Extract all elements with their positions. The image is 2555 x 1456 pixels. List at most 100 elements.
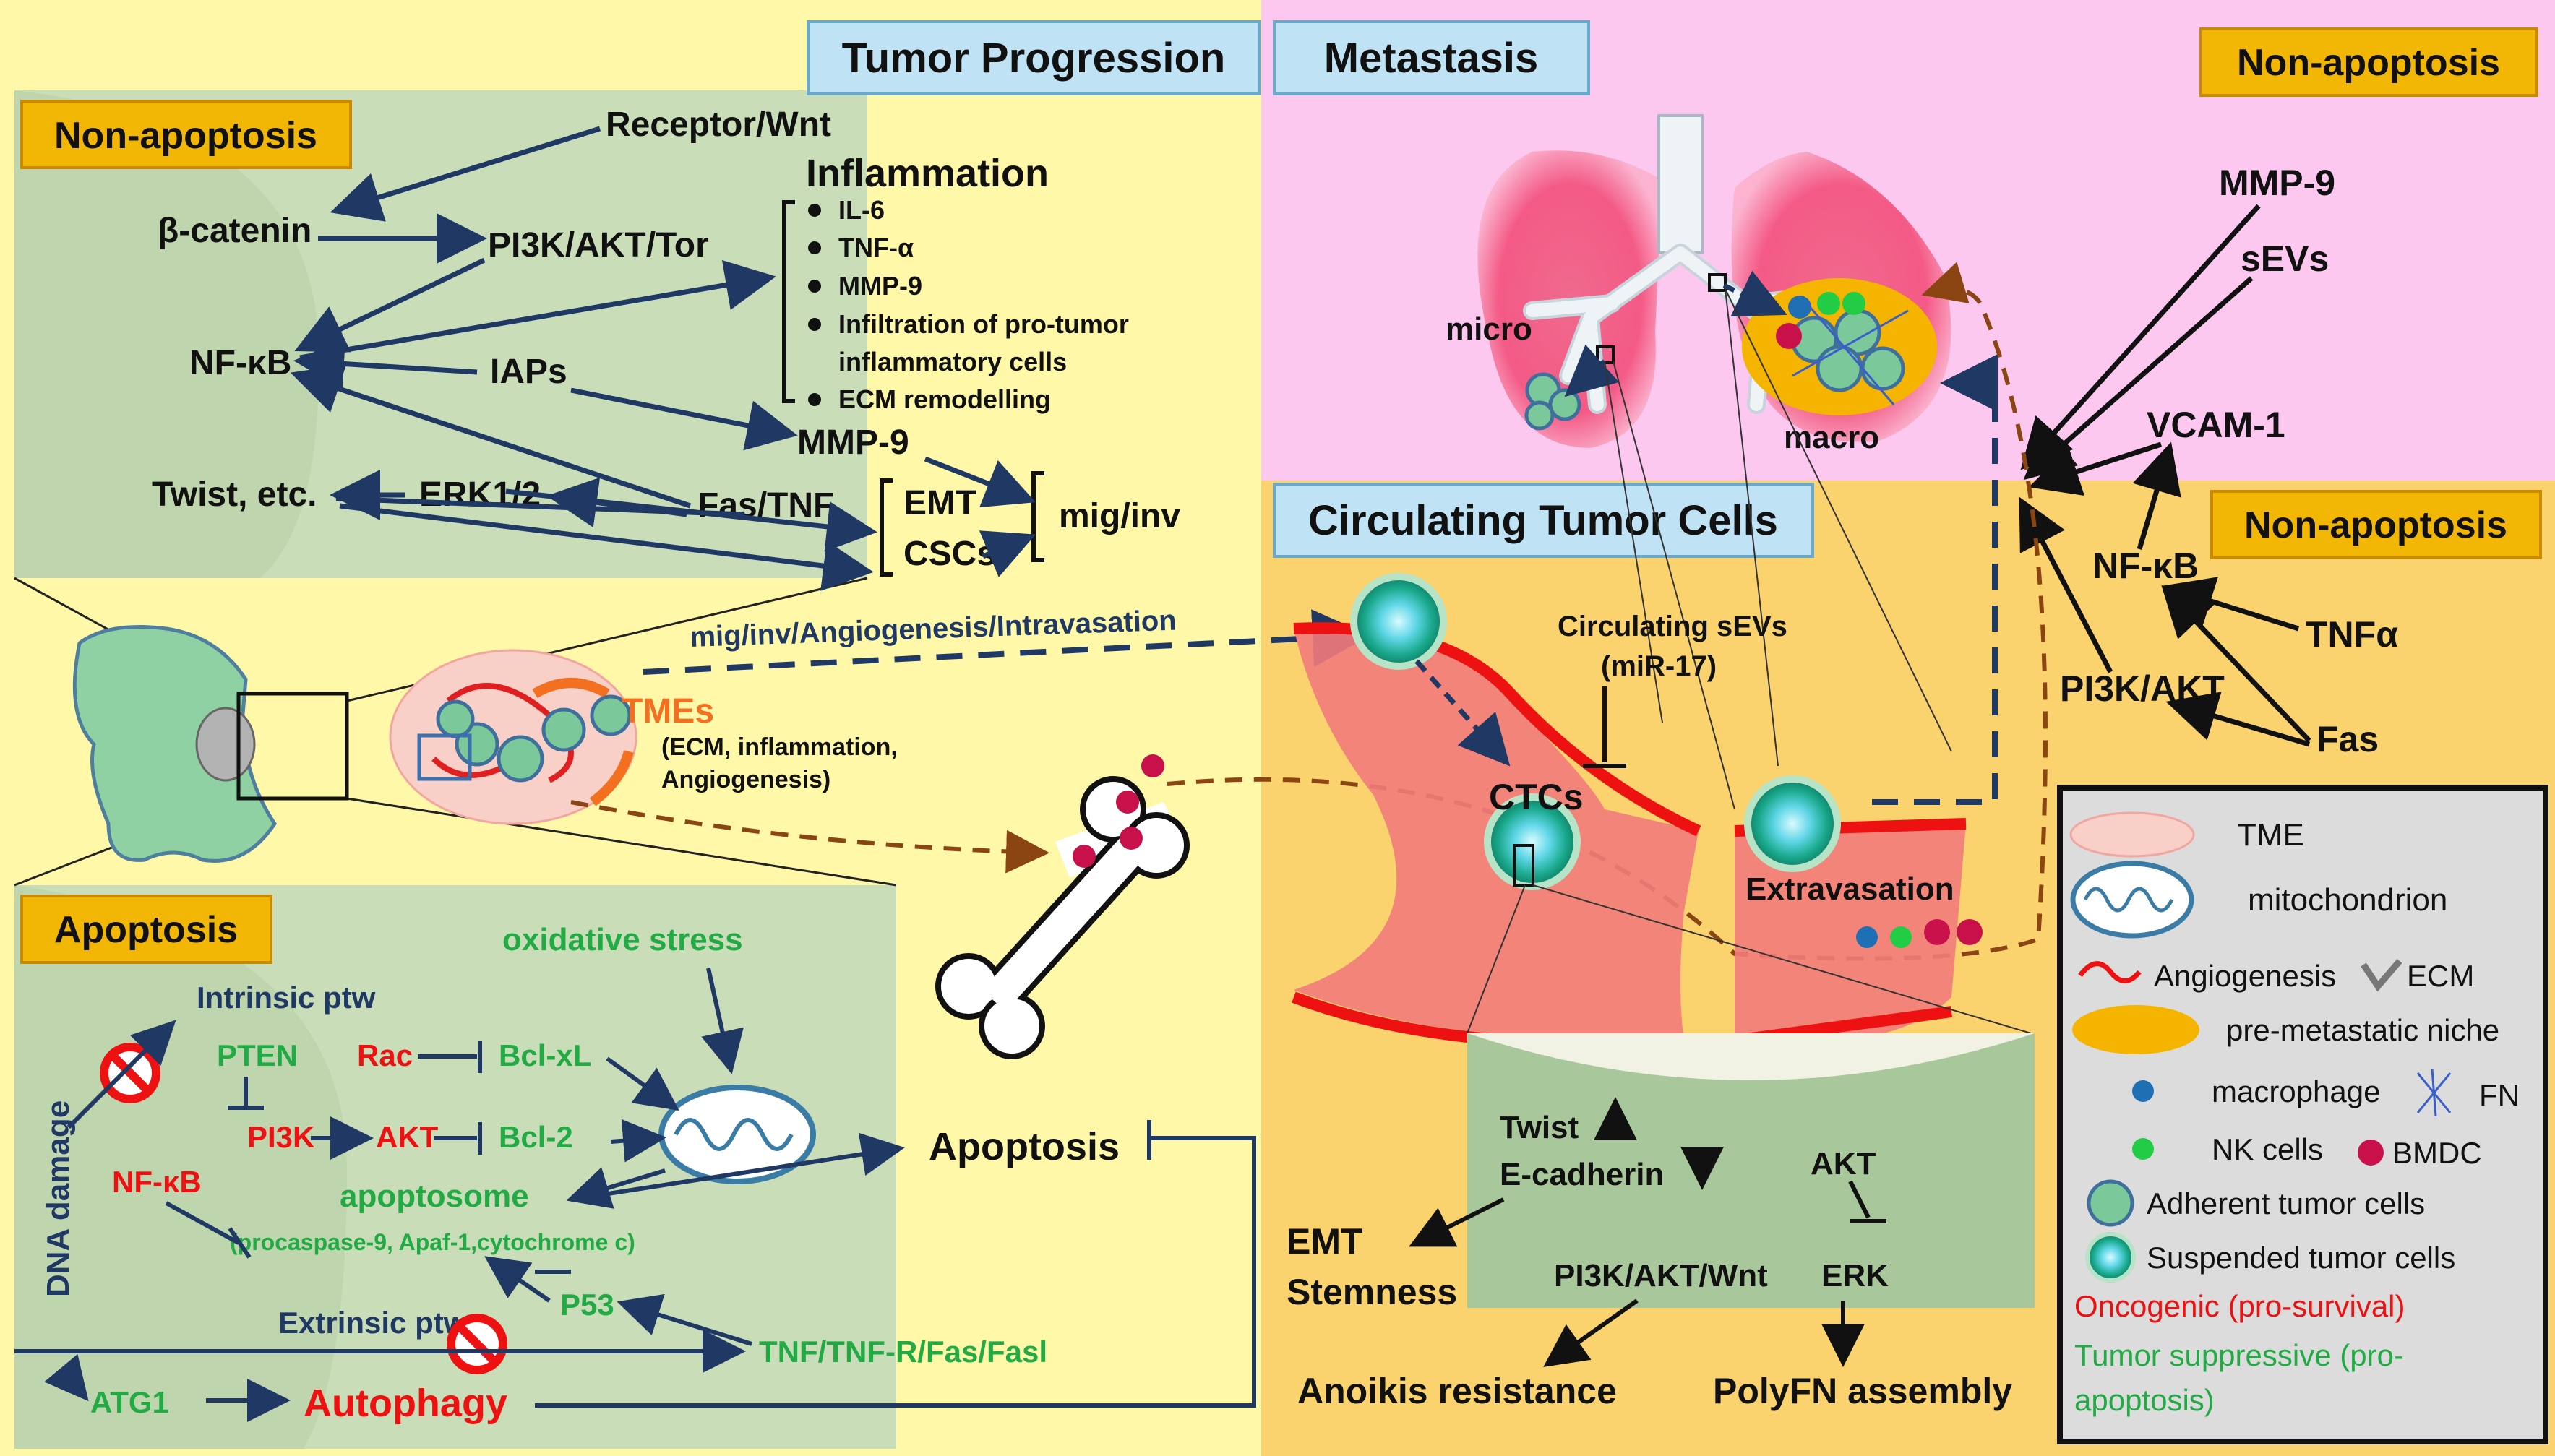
legend-suppressive-1: Tumor suppressive (pro- <box>2074 1338 2404 1372</box>
circ-sevs-sub: (miR-17) <box>1601 650 1717 682</box>
tmes-label: TMEs <box>622 692 714 731</box>
legend: TME mitochondrion Angiogenesis ECM pre-m… <box>2057 785 2548 1444</box>
intrinsic-label: Intrinsic ptw <box>197 981 376 1015</box>
circ-sevs-label: Circulating sEVs <box>1558 611 1787 642</box>
oxidative-stress-label: oxidative stress <box>502 922 743 957</box>
inflammation-item: inflammatory cells <box>838 347 1067 376</box>
bclxl-label: Bcl-xL <box>499 1038 591 1072</box>
nfkb-right-label: NF-κB <box>2092 546 2199 586</box>
legend-oncogenic: Oncogenic (pro-survival) <box>2074 1289 2405 1323</box>
angiogenesis-icon <box>2078 961 2142 983</box>
akt-bottom-label: AKT <box>1811 1146 1876 1181</box>
tmes-sub-1: (ECM, inflammation, <box>661 733 898 761</box>
legend-tme: TME <box>2237 817 2304 853</box>
mig-inv-label: mig/inv <box>1059 497 1180 535</box>
tumor-cell-shape <box>72 625 278 863</box>
pten-label: PTEN <box>217 1038 298 1072</box>
tme-cluster <box>417 678 634 806</box>
legend-mito: mitochondrion <box>2248 882 2447 918</box>
legend-ecm: ECM <box>2407 959 2474 993</box>
apoptosis-panel-shade <box>14 885 347 1449</box>
extravasation-cell-icon <box>1744 775 1841 872</box>
legend-suppressive-2: apoptosis) <box>2074 1383 2215 1417</box>
extravasation-label: Extravasation <box>1745 871 1954 907</box>
pi3k-label: PI3K <box>247 1120 314 1154</box>
svg-text:Non-apoptosis: Non-apoptosis <box>2237 42 2500 84</box>
legend-adherent: Adherent tumor cells <box>2147 1186 2425 1220</box>
p53-label: P53 <box>560 1288 614 1322</box>
tnf-fas-label: TNF/TNF-R/Fas/Fasl <box>759 1335 1047 1369</box>
legend-bmdc: BMDC <box>2392 1136 2482 1170</box>
inflammation-item: MMP-9 <box>838 271 922 301</box>
inflammation-item: ECM remodelling <box>838 384 1051 414</box>
extrinsic-label: Extrinsic ptw <box>278 1306 468 1340</box>
apoptosome-label: apoptosome <box>340 1179 529 1214</box>
apoptosis-center-label: Apoptosis <box>929 1125 1120 1168</box>
metastasis-header: Metastasis <box>1273 20 1590 95</box>
tumor-progression-header: Tumor Progression <box>807 20 1261 95</box>
fas-label: Fas <box>2316 719 2379 759</box>
svg-text:Non-apoptosis: Non-apoptosis <box>2244 504 2507 546</box>
bcl2-label: Bcl-2 <box>499 1120 573 1154</box>
legend-angio: Angiogenesis <box>2154 959 2336 993</box>
survival-panel-shade <box>14 90 319 578</box>
dna-damage-label: DNA damage <box>40 1100 76 1297</box>
twist-label: Twist, etc. <box>152 475 317 514</box>
inflammation-item: IL-6 <box>838 195 885 225</box>
non-apoptosis-badge-1: Non-apoptosis <box>20 100 352 169</box>
iaps-label: IAPs <box>490 353 567 391</box>
micro-label: micro <box>1446 311 1532 347</box>
non-apoptosis-badge-3: Non-apoptosis <box>2210 490 2542 559</box>
ecadherin-label: E-cadherin <box>1500 1157 1664 1192</box>
svg-text:Tumor Progression: Tumor Progression <box>842 35 1226 82</box>
twist-bottom-label: Twist <box>1500 1110 1579 1145</box>
ctc-header: Circulating Tumor Cells <box>1273 483 1814 558</box>
stemness-label: Stemness <box>1287 1272 1457 1312</box>
inflammation-item: TNF-α <box>838 233 914 262</box>
apoptosome-sub: (procaspase-9, Apaf-1,cytochrome c) <box>230 1229 635 1255</box>
akt-label: AKT <box>376 1120 439 1154</box>
inflammation-item: Infiltration of pro-tumor <box>838 309 1129 339</box>
svg-text:Apoptosis: Apoptosis <box>54 909 238 951</box>
atg1-label: ATG1 <box>90 1385 169 1419</box>
pi3k-akt-tor-label: PI3K/AKT/Tor <box>488 226 709 264</box>
legend-suspended: Suspended tumor cells <box>2147 1241 2455 1275</box>
ctcs-label: CTCs <box>1489 777 1584 817</box>
adherent-cell-icon <box>2087 1179 2134 1227</box>
bmdc-icon <box>2358 1140 2384 1166</box>
fn-icon <box>2416 1069 2452 1117</box>
mmp9-right-label: MMP-9 <box>2219 163 2335 203</box>
inflammation-title: Inflammation <box>806 152 1049 195</box>
cscs-label: CSCs <box>903 535 996 573</box>
macrophage-icon <box>2132 1080 2154 1102</box>
legend-niche: pre-metastatic niche <box>2226 1013 2499 1047</box>
nk-icon <box>2132 1138 2154 1160</box>
tnfa-label: TNFα <box>2306 614 2398 655</box>
svg-text:Metastasis: Metastasis <box>1324 35 1539 82</box>
receptor-wnt-label: Receptor/Wnt <box>606 105 831 144</box>
ecm-icon <box>2361 959 2402 992</box>
inhibit-icon <box>447 1314 507 1374</box>
immune-cells <box>1856 919 1983 948</box>
polyfn-label: PolyFN assembly <box>1713 1371 2012 1411</box>
svg-text:Circulating Tumor Cells: Circulating Tumor Cells <box>1308 497 1778 544</box>
tmes-sub-2: Angiogenesis) <box>661 766 830 793</box>
legend-macrophage: macrophage <box>2212 1074 2380 1108</box>
suspended-cell-icon <box>2085 1232 2136 1283</box>
sevs-label: sEVs <box>2241 238 2329 279</box>
legend-fn: FN <box>2479 1078 2520 1112</box>
rac-label: Rac <box>357 1038 413 1072</box>
vcam1-label: VCAM-1 <box>2147 405 2285 445</box>
bone-icon <box>935 754 1190 1059</box>
svg-text:Non-apoptosis: Non-apoptosis <box>54 115 317 157</box>
erk-label: ERK <box>1821 1258 1889 1293</box>
legend-nk: NK cells <box>2212 1132 2323 1166</box>
beta-catenin-label: β-catenin <box>158 212 312 250</box>
anoikis-label: Anoikis resistance <box>1297 1371 1617 1411</box>
nfkb-label: NF-κB <box>189 344 291 382</box>
nfkb-apoptosis-label: NF-κB <box>112 1165 202 1199</box>
apoptosis-badge: Apoptosis <box>20 895 272 964</box>
emt-bottom-label: EMT <box>1287 1221 1363 1262</box>
pi3k-akt-right-label: PI3K/AKT <box>2060 668 2225 709</box>
